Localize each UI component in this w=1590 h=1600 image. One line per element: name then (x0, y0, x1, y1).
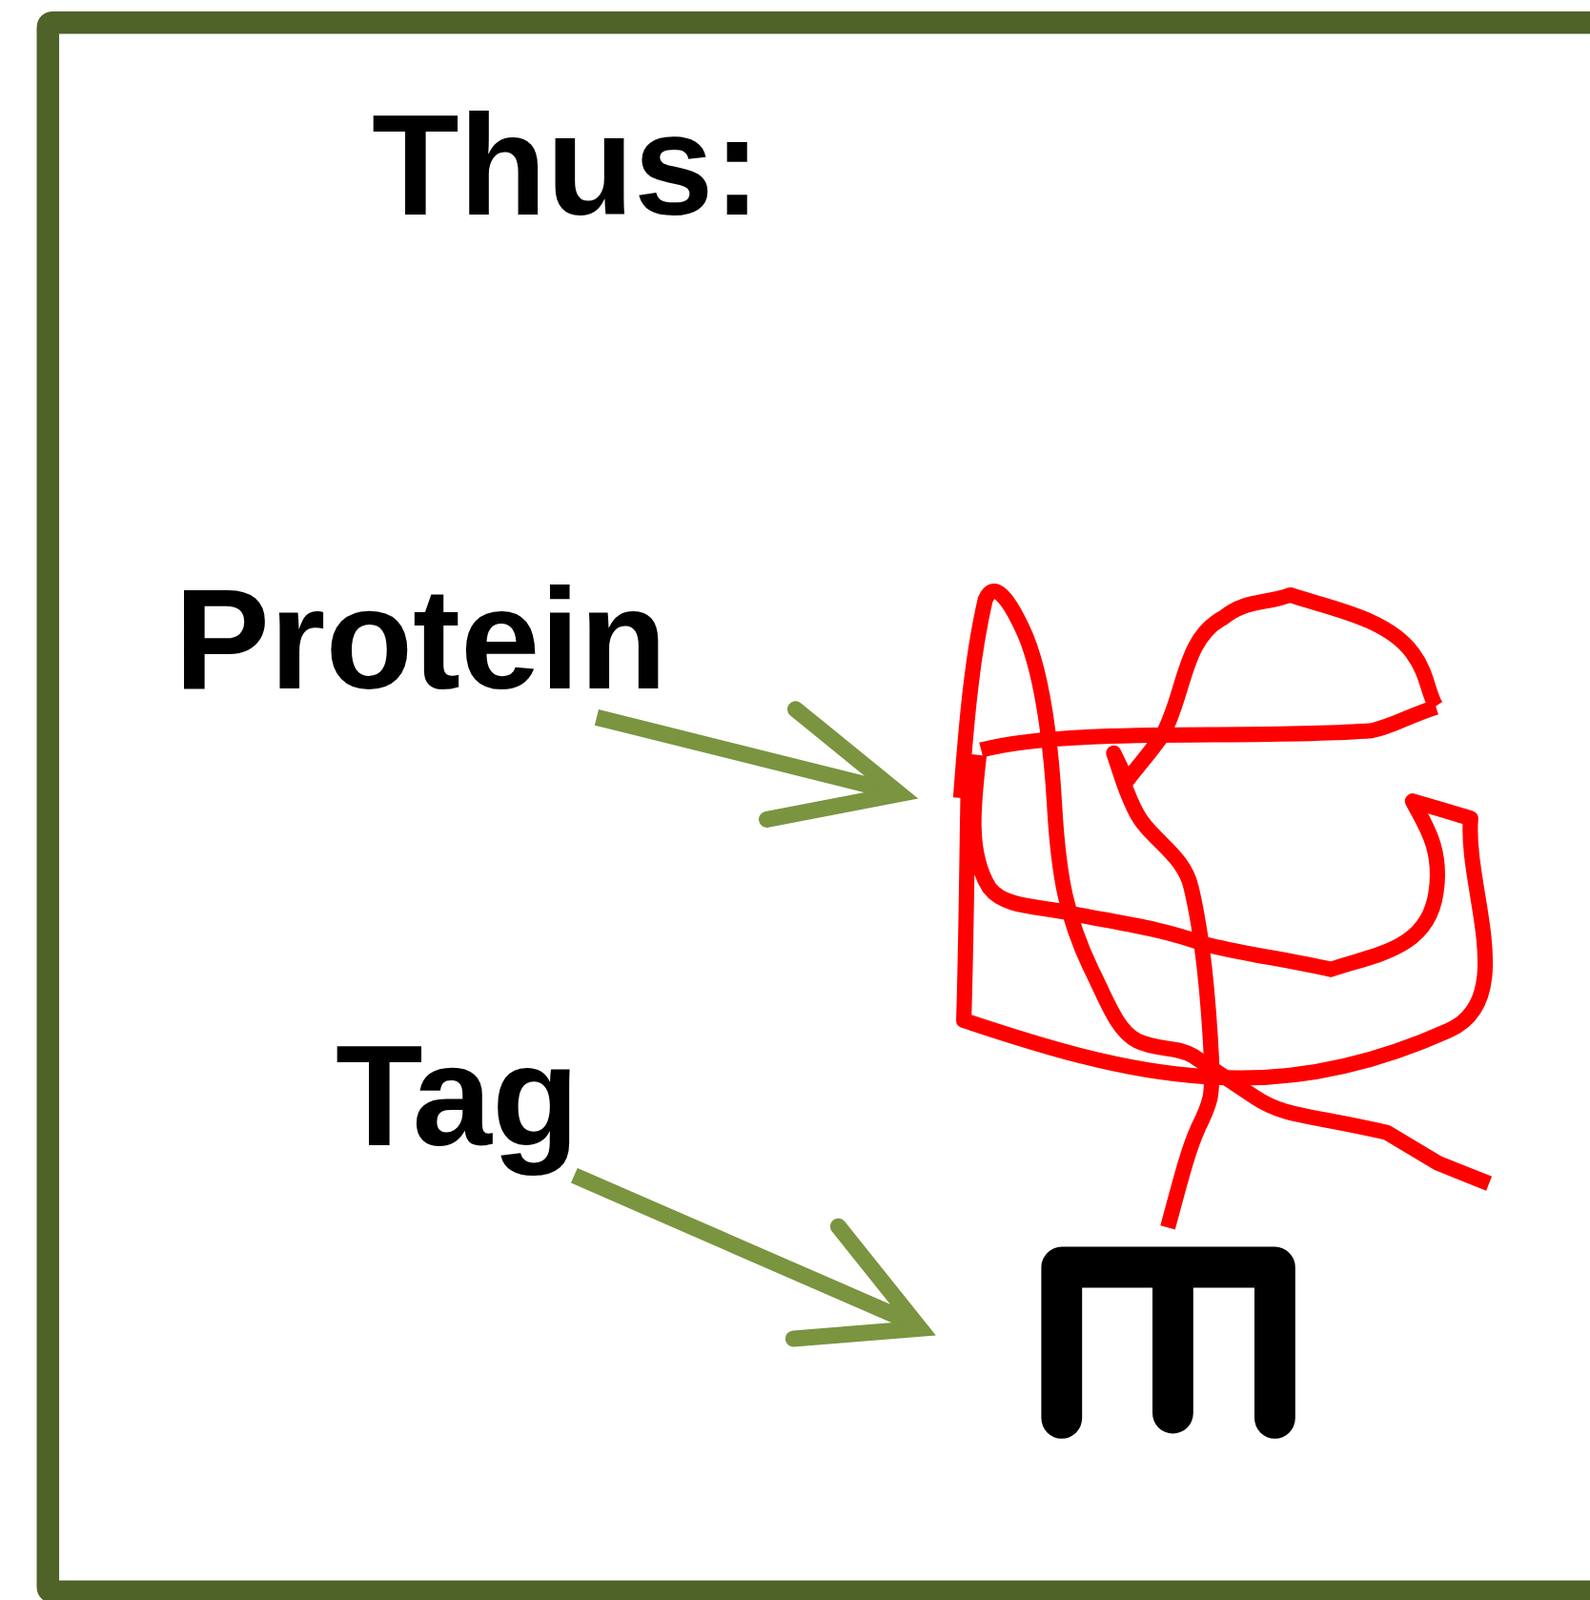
pointer-arrow (596, 709, 900, 820)
label-text: Tag (335, 1023, 580, 1167)
tag-symbol (1061, 1266, 1276, 1418)
protein-squiggle (960, 591, 1489, 1227)
pointer-arrow (573, 1175, 920, 1339)
label-text: Protein (174, 567, 668, 711)
frame-border (47, 22, 1590, 1592)
title-text: Thus: (371, 93, 761, 237)
